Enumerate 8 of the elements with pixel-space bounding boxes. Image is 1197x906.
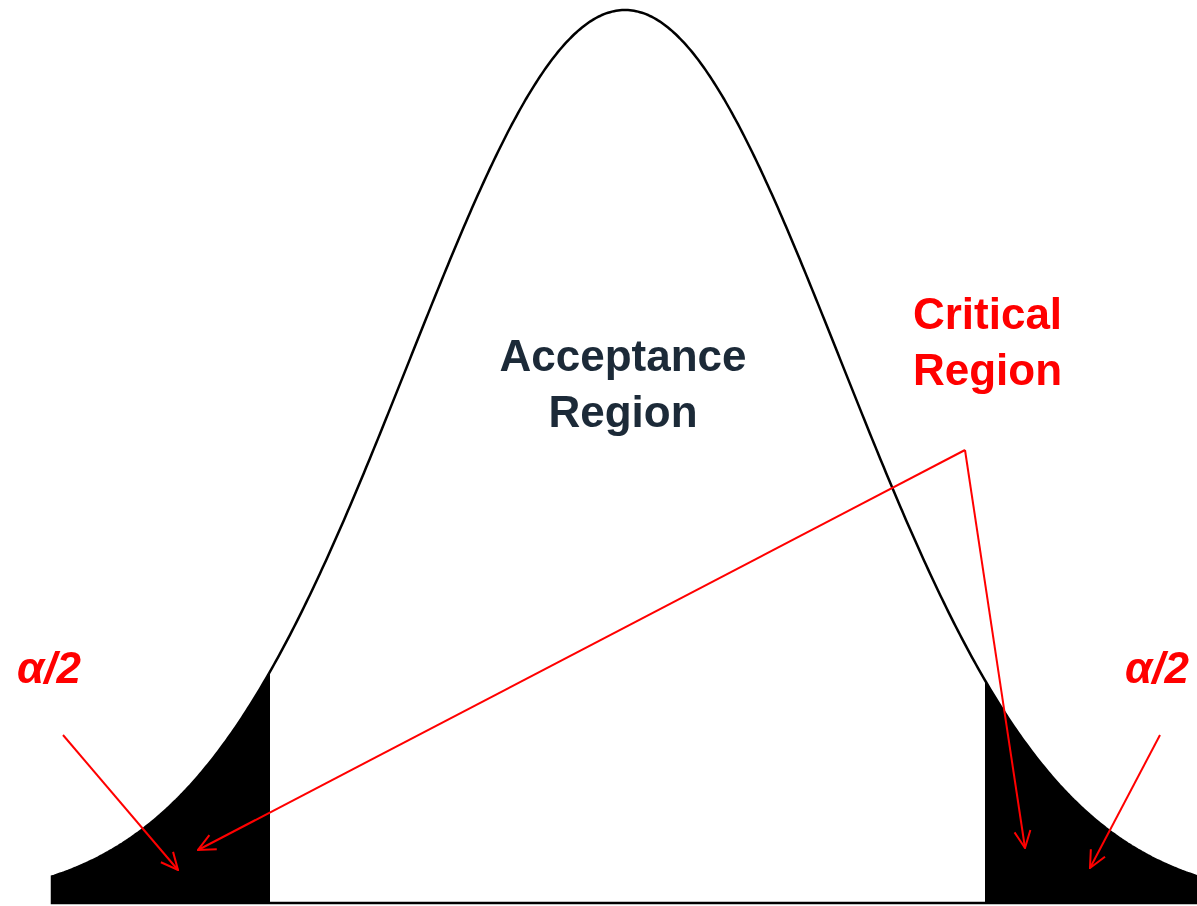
- arrow: [62, 734, 179, 871]
- arrow: [1089, 734, 1161, 869]
- alpha-label: α/2: [16, 642, 82, 694]
- arrow: [964, 449, 1032, 849]
- region-label: Acceptance Region: [498, 330, 748, 438]
- region-label: Critical Region: [911, 288, 1064, 396]
- arrow: [197, 449, 966, 851]
- alpha-label: α/2: [1124, 642, 1190, 694]
